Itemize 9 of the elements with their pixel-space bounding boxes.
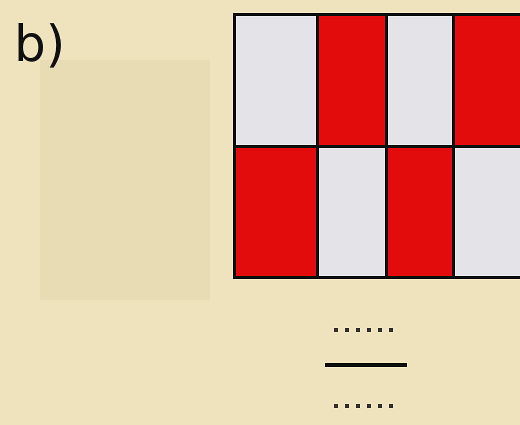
grid-cell (452, 145, 520, 279)
panel-label: b) (14, 14, 66, 74)
grid-cell (452, 13, 520, 148)
grid-cell (316, 145, 388, 279)
grid-cell (385, 145, 455, 279)
grid-cell (316, 13, 388, 148)
grid-cell (233, 145, 319, 279)
grid-cell (233, 13, 319, 148)
grid-cell (385, 13, 455, 148)
